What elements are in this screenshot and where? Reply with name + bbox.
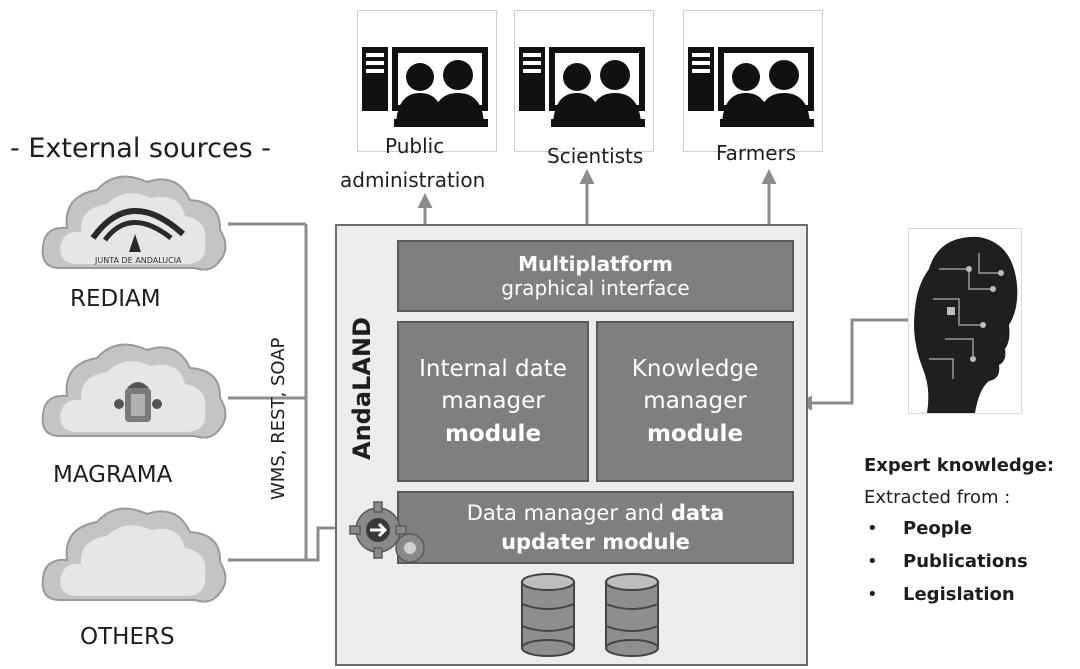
source-label-others: OTHERS bbox=[80, 624, 175, 650]
graphical-interface-module: Multiplatform graphical interface bbox=[397, 240, 794, 312]
knowledge-bold: module bbox=[646, 420, 744, 447]
bullet-icon: • bbox=[867, 551, 878, 572]
gears-icon bbox=[349, 501, 425, 563]
source-label-magrama: MAGRAMA bbox=[53, 462, 173, 488]
database-icon bbox=[521, 573, 575, 657]
expert-subtitle: Extracted from : bbox=[864, 487, 1011, 508]
updater-part1: Data manager and bbox=[466, 501, 671, 526]
external-sources-title: - External sources - bbox=[10, 133, 271, 164]
expert-head-image bbox=[908, 228, 1022, 414]
internal-data-manager-module: Internal date manager module bbox=[397, 321, 589, 482]
internal-line2: manager bbox=[441, 388, 545, 415]
head-silhouette-icon bbox=[914, 236, 1018, 413]
rediam-logo-text: JUNTA DE ANDALUCIA bbox=[94, 256, 182, 265]
database-icons bbox=[521, 573, 659, 657]
user-label-administration: administration bbox=[340, 168, 486, 192]
internal-line1: Internal date bbox=[419, 356, 567, 383]
magrama-cloud-icon bbox=[41, 343, 227, 439]
bullet-icon: • bbox=[867, 518, 878, 539]
expert-item-people: People bbox=[903, 518, 973, 539]
user-label-public: Public bbox=[385, 134, 445, 158]
expert-item-legislation: Legislation bbox=[903, 584, 1015, 605]
others-cloud-icon bbox=[41, 507, 227, 603]
interface-bold: Multiplatform bbox=[518, 252, 673, 276]
andaland-title: AndaLAND bbox=[348, 317, 376, 460]
user-card-scientists bbox=[514, 10, 654, 152]
knowledge-manager-module: Knowledge manager module bbox=[596, 321, 794, 482]
bullet-icon: • bbox=[867, 584, 878, 605]
user-label-farmers: Farmers bbox=[716, 141, 797, 165]
updater-bold2: updater module bbox=[501, 529, 690, 554]
user-card-farmers bbox=[683, 10, 823, 152]
interface-normal: graphical interface bbox=[501, 276, 690, 300]
knowledge-line2: manager bbox=[643, 388, 747, 415]
expert-title: Expert knowledge: bbox=[864, 455, 1055, 476]
computer-users-icon bbox=[362, 47, 488, 127]
source-label-rediam: REDIAM bbox=[70, 286, 161, 312]
database-icon bbox=[605, 573, 659, 657]
rediam-cloud-icon: JUNTA DE ANDALUCIA bbox=[41, 175, 227, 271]
internal-bold: module bbox=[444, 420, 542, 447]
computer-users-icon bbox=[688, 47, 814, 127]
protocols-label: WMS, REST, SOAP bbox=[268, 337, 289, 500]
user-label-scientists: Scientists bbox=[547, 144, 644, 168]
updater-bold1: data bbox=[670, 501, 725, 526]
knowledge-line1: Knowledge bbox=[631, 356, 759, 383]
computer-users-icon bbox=[519, 47, 645, 127]
expert-item-publications: Publications bbox=[903, 551, 1028, 572]
user-card-public-administration bbox=[357, 10, 497, 152]
data-updater-module: Data manager and data updater module bbox=[397, 491, 794, 564]
